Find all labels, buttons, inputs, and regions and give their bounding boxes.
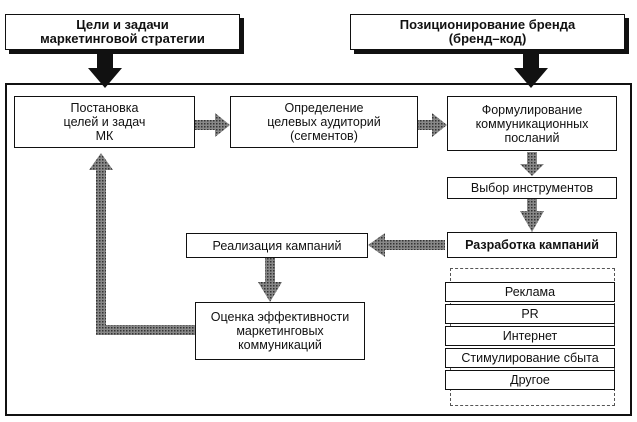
arrow-strategy-to-goals [88, 52, 122, 88]
brand-box: Позиционирование бренда (бренд–код) [350, 14, 625, 50]
instrument-pr: PR [445, 304, 615, 324]
strategy-box: Цели и задачи маркетинговой стратегии [5, 14, 240, 50]
tools-box: Выбор инструментов [447, 177, 617, 199]
process-frame [5, 83, 632, 416]
arrow-goals-to-audience [195, 113, 230, 137]
instrument-advertising: Реклама [445, 282, 615, 302]
arrow-brand-to-messages [514, 52, 548, 88]
goals-box: Постановка целей и задач МК [14, 96, 195, 148]
audience-box: Определение целевых аудиторий (сегментов… [230, 96, 418, 148]
instrument-sales-promotion: Стимулирование сбыта [445, 348, 615, 368]
messages-box: Формулирование коммуникационных посланий [447, 96, 617, 151]
arrow-development-to-realization [368, 233, 445, 257]
arrow-evaluation-to-goals [89, 153, 195, 335]
instrument-internet: Интернет [445, 326, 615, 346]
realization-box: Реализация кампаний [186, 233, 368, 258]
arrow-realization-to-evaluation [258, 258, 282, 302]
arrow-tools-to-development [520, 199, 544, 232]
development-box: Разработка кампаний [447, 232, 617, 258]
arrow-audience-to-messages [418, 113, 447, 137]
arrow-messages-to-tools [520, 152, 544, 176]
evaluation-box: Оценка эффективности маркетинговых комму… [195, 302, 365, 360]
instrument-other: Другое [445, 370, 615, 390]
